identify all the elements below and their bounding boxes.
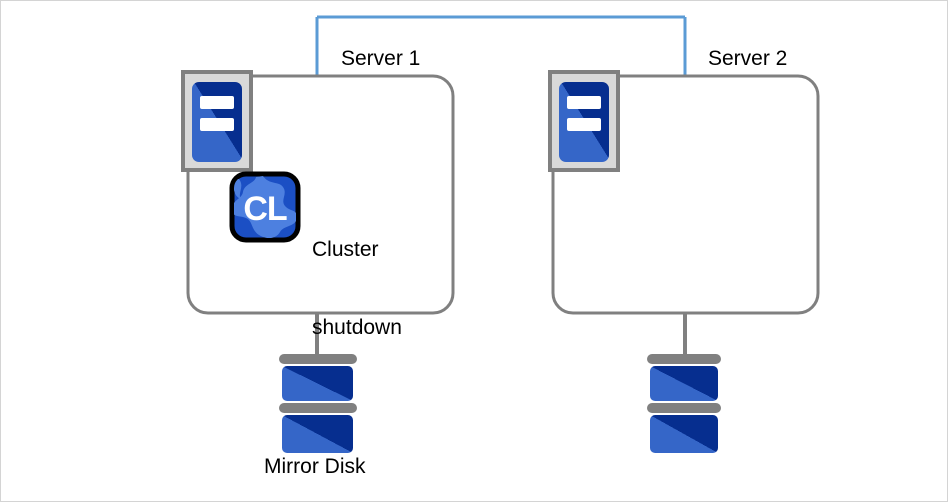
svg-text:CL: CL	[243, 190, 287, 228]
cluster-shutdown-label: Cluster shutdown	[312, 185, 402, 393]
disk-stack-icon[interactable]	[647, 354, 721, 453]
server-icon	[181, 70, 253, 172]
server-1-box[interactable]	[186, 74, 455, 315]
server-icon	[548, 70, 620, 172]
cluster-shutdown-label-line1: Cluster	[312, 238, 379, 261]
cluster-shutdown-label-line2: shutdown	[312, 316, 402, 339]
cl-cluster-icon[interactable]: CL	[229, 171, 301, 243]
disk-stack-icon[interactable]	[279, 354, 357, 453]
connector-interconnect	[315, 15, 687, 77]
server-2-label: Server 2	[708, 47, 788, 70]
server-1-label: Server 1	[341, 47, 421, 70]
mirror-disk-label: Mirror Disk	[264, 455, 366, 478]
